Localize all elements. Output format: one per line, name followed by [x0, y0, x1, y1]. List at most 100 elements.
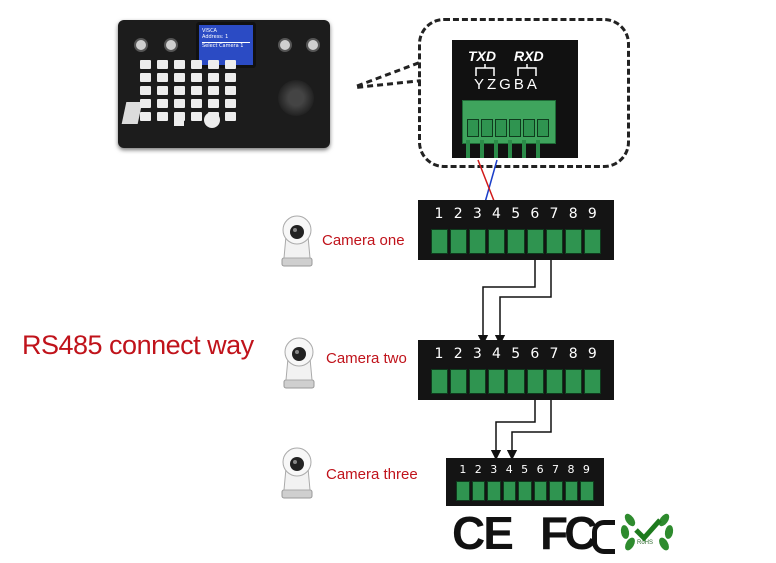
terminal-number: 3	[472, 346, 482, 362]
knob-icon	[134, 38, 148, 52]
terminal-slot	[488, 228, 506, 254]
terminal-callout	[418, 18, 630, 168]
terminal-slot	[564, 368, 583, 394]
knob-icon	[306, 38, 320, 52]
rx-wire	[477, 159, 499, 211]
keypad-key	[208, 99, 219, 108]
bus-wire	[494, 252, 552, 346]
terminal-slot	[469, 368, 487, 394]
knob-icon	[278, 38, 292, 52]
bracket-icon	[475, 64, 537, 76]
terminal-slot	[545, 368, 563, 394]
keypad-key	[157, 60, 168, 69]
rohs-label: RoHS	[637, 540, 654, 546]
keypad-key	[140, 86, 151, 95]
terminal-number: 9	[587, 206, 597, 222]
keypad-key	[174, 73, 185, 82]
ptz-camera-icon	[276, 440, 318, 505]
terminal-slot	[526, 228, 544, 254]
ptz-keyboard-controller: VISCA Address: 1 Select Camera 1	[118, 20, 330, 148]
terminal-number: 2	[453, 206, 463, 222]
terminal-number: 5	[511, 346, 521, 362]
terminal-number: 8	[567, 462, 575, 476]
terminal-number: 2	[474, 462, 482, 476]
keypad-key	[157, 99, 168, 108]
terminal-number: 4	[492, 346, 501, 362]
bus-wire	[490, 392, 536, 461]
terminal-number: 7	[552, 462, 560, 476]
keypad-key	[174, 60, 185, 69]
terminal-slot	[507, 228, 525, 254]
terminal-slot	[580, 481, 594, 502]
terminal-slot	[469, 228, 487, 254]
keypad-key	[225, 60, 236, 69]
terminal-slot	[467, 119, 479, 137]
terminal-slot	[584, 228, 602, 254]
ptz-camera-icon	[278, 330, 320, 395]
keypad-key	[140, 112, 151, 121]
pin-letters: YZGBA	[474, 76, 540, 93]
keypad-key	[208, 112, 219, 121]
keypad-key	[191, 112, 202, 121]
terminal-number: 7	[549, 206, 559, 222]
terminal-number: 6	[530, 206, 540, 222]
keypad-key	[157, 86, 168, 95]
terminal-number: 7	[549, 346, 559, 362]
terminal-number: 3	[472, 206, 482, 222]
terminal-slot	[507, 368, 525, 394]
terminal-slot	[449, 228, 468, 254]
terminal-slot	[509, 119, 521, 137]
keypad-key	[174, 86, 185, 95]
terminal-number: 8	[568, 346, 578, 362]
screen-line-2: Address: 1	[202, 34, 229, 40]
terminal-slot	[537, 119, 549, 137]
button-icon	[174, 116, 184, 126]
keypad-key	[174, 99, 185, 108]
terminal-slot	[584, 368, 602, 394]
keypad-key	[140, 73, 151, 82]
terminal-slot	[533, 481, 548, 502]
page-title: RS485 connect way	[22, 330, 254, 360]
terminal-slot	[456, 481, 470, 502]
fcc-c-icon	[592, 520, 615, 554]
rxd-label: RXD	[514, 48, 544, 64]
keypad-key	[174, 112, 185, 121]
terminal-pins	[466, 140, 540, 158]
terminal-slot	[430, 368, 448, 394]
bus-wire	[498, 252, 553, 340]
screen-line-1: VISCA	[202, 28, 217, 34]
camera-one-label: Camera one	[322, 232, 405, 249]
terminal-number: 4	[492, 206, 501, 222]
terminal-slot	[449, 368, 468, 394]
terminal-number: 5	[521, 462, 529, 476]
terminal-number: 5	[511, 206, 521, 222]
terminal-slot	[518, 481, 532, 502]
terminal-slot	[487, 481, 501, 502]
callout-pointer	[356, 60, 422, 89]
knob-icon	[164, 38, 178, 52]
terminal-slot	[502, 481, 517, 502]
keypad-key	[140, 60, 151, 69]
terminal-slot	[430, 228, 448, 254]
keypad-key	[225, 112, 236, 121]
keypad-key	[208, 60, 219, 69]
terminal-slot	[545, 228, 563, 254]
keypad-key	[225, 86, 236, 95]
ptz-camera-icon	[276, 208, 318, 273]
terminal-number: 1	[459, 462, 467, 476]
terminal-slot	[481, 119, 493, 137]
keypad-key	[208, 73, 219, 82]
terminal-number: 1	[434, 346, 444, 362]
terminal-number: 2	[453, 346, 463, 362]
keypad-key	[225, 73, 236, 82]
green-terminal-block	[462, 100, 556, 144]
fcc-mark-icon: FC	[540, 507, 597, 559]
bus-wire	[506, 392, 552, 461]
keypad-key	[225, 99, 236, 108]
terminal-number: 4	[505, 462, 513, 476]
terminal-slot	[564, 481, 579, 502]
txd-label: TXD	[468, 48, 496, 64]
